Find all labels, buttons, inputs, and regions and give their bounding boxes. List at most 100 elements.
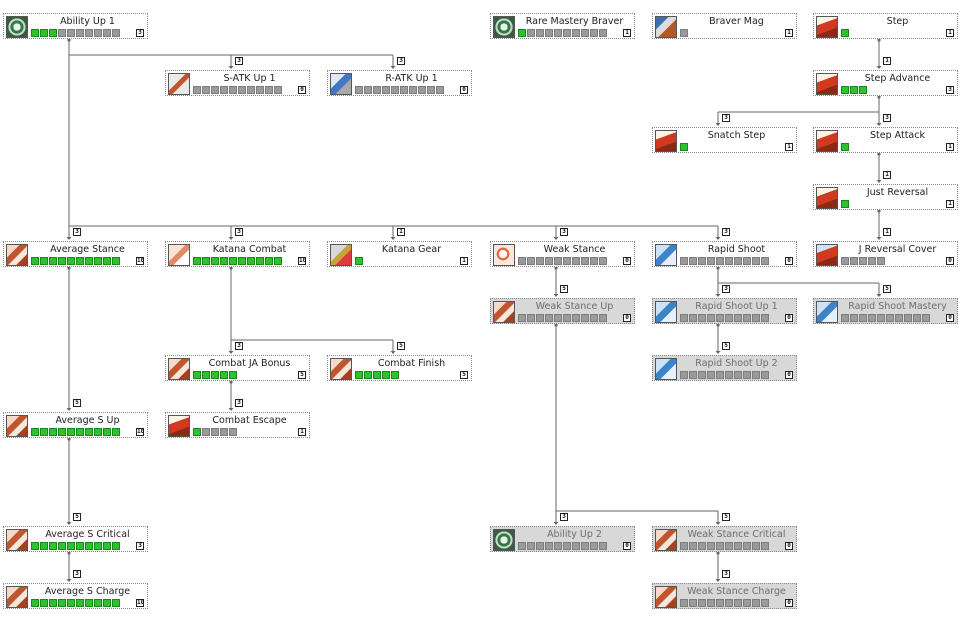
connector-dot bbox=[716, 323, 720, 327]
required-level-badge: 5 bbox=[883, 285, 891, 293]
skill-level-segment bbox=[31, 542, 39, 550]
skill-level-segment bbox=[752, 542, 760, 550]
skill-level-segment bbox=[355, 371, 363, 379]
skill-level-segment bbox=[752, 314, 760, 322]
skill-level-segment bbox=[427, 86, 435, 94]
skill-level-segment bbox=[545, 542, 553, 550]
required-level-badge: 3 bbox=[722, 228, 730, 236]
skill-level-segment bbox=[581, 257, 589, 265]
skill-level-bar bbox=[680, 542, 769, 550]
required-level-badge: 5 bbox=[397, 342, 405, 350]
arrow-icon bbox=[66, 522, 72, 525]
skill-level-segment bbox=[859, 314, 867, 322]
skill-level-segment bbox=[563, 257, 571, 265]
skill-level-segment bbox=[868, 257, 876, 265]
skill-level-segment bbox=[734, 542, 742, 550]
stance-icon bbox=[6, 529, 28, 551]
arrow-icon bbox=[553, 522, 559, 525]
skill-name: Snatch Step bbox=[707, 130, 766, 141]
required-level-badge: 5 bbox=[560, 285, 568, 293]
skill-level-segment bbox=[49, 29, 57, 37]
skill-level-segment bbox=[572, 542, 580, 550]
skill-level-segment bbox=[256, 257, 264, 265]
skill-max-level: 3 bbox=[136, 29, 144, 37]
skill-name: Ability Up 2 bbox=[547, 529, 602, 540]
skill-level-bar bbox=[193, 257, 282, 265]
skill-level-segment bbox=[31, 29, 39, 37]
skill-level-segment bbox=[922, 314, 930, 322]
required-level-badge: 3 bbox=[397, 57, 405, 65]
skill-level-segment bbox=[590, 257, 598, 265]
skill-level-segment bbox=[707, 314, 715, 322]
skill-level-segment bbox=[58, 428, 66, 436]
skill-level-segment bbox=[202, 428, 210, 436]
step-icon bbox=[168, 415, 190, 437]
skill-level-segment bbox=[31, 428, 39, 436]
connector-dot bbox=[877, 209, 881, 213]
skill-max-level: 10 bbox=[136, 428, 145, 436]
skill-level-bar bbox=[518, 314, 607, 322]
skill-max-level: 0 bbox=[785, 257, 793, 265]
skill-level-bar bbox=[841, 257, 885, 265]
skill-max-level: 10 bbox=[298, 257, 307, 265]
skill-level-segment bbox=[85, 542, 93, 550]
skill-level-segment bbox=[545, 314, 553, 322]
skill-level-segment bbox=[103, 599, 111, 607]
skill-name: Rapid Shoot Up 2 bbox=[695, 358, 778, 369]
skill-level-segment bbox=[527, 314, 535, 322]
skill-level-segment bbox=[680, 314, 688, 322]
skill-max-level: 1 bbox=[946, 200, 954, 208]
skill-level-bar bbox=[841, 29, 849, 37]
skill-name: Combat JA Bonus bbox=[208, 358, 291, 369]
skill-level-bar bbox=[841, 200, 849, 208]
connector-dot bbox=[67, 266, 71, 270]
skill-level-segment bbox=[913, 314, 921, 322]
skill-level-segment bbox=[563, 29, 571, 37]
connector-dot bbox=[67, 38, 71, 42]
skill-max-level: 3 bbox=[946, 86, 954, 94]
skill-name: Average Stance bbox=[50, 244, 125, 255]
rapid-shoot-icon bbox=[655, 358, 677, 380]
skill-max-level: 0 bbox=[785, 542, 793, 550]
skill-max-level: 0 bbox=[946, 257, 954, 265]
skill-level-bar bbox=[841, 314, 930, 322]
skill-level-segment bbox=[743, 314, 751, 322]
skill-level-segment bbox=[554, 257, 562, 265]
skill-level-segment bbox=[545, 29, 553, 37]
skill-level-segment bbox=[265, 257, 273, 265]
skill-level-segment bbox=[761, 314, 769, 322]
skill-level-segment bbox=[103, 542, 111, 550]
skill-level-segment bbox=[734, 257, 742, 265]
skill-name: Weak Stance Up bbox=[535, 301, 614, 312]
skill-level-segment bbox=[112, 542, 120, 550]
